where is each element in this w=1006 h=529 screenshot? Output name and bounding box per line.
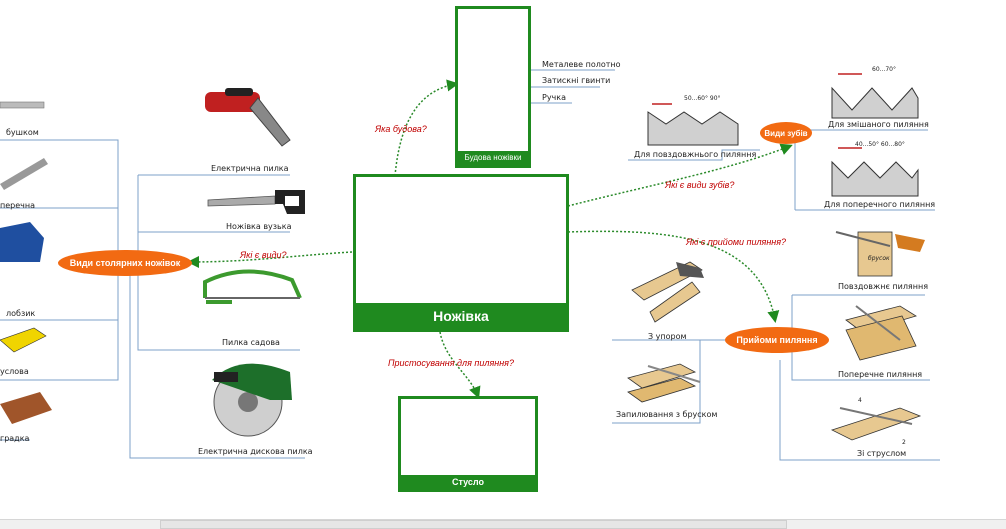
center-card-title: Ножівка xyxy=(356,303,566,329)
node-saw-types[interactable]: Види столярних ножівок xyxy=(58,250,192,276)
saw-type-narrow: Ножівка вузька xyxy=(226,222,292,231)
method-cross-label: Поперечне пиляння xyxy=(838,370,923,379)
teeth-rip-label: Для повздовжнього пиляння xyxy=(634,150,757,159)
saw-type-left-2: перечна xyxy=(0,201,36,210)
node-sawing-methods[interactable]: Прийоми пиляння xyxy=(725,327,829,353)
saw-type-left-1: бушком xyxy=(6,128,39,137)
figure-bar-word: брусок xyxy=(868,255,890,262)
electric-saw-icon xyxy=(205,88,291,147)
question-types: Які є види? xyxy=(240,250,287,260)
saw-left-4-icon xyxy=(0,327,47,353)
structure-card-caption: Будова ножівки xyxy=(458,151,528,165)
teeth-cross-angles: 40...50° 60...80° xyxy=(855,141,905,148)
connector-teeth xyxy=(567,143,793,207)
svg-text:4: 4 xyxy=(858,397,862,404)
saw-left-1-icon xyxy=(0,101,45,109)
saw-type-electric: Електрична пилка xyxy=(211,164,289,173)
question-methods: Які є прийоми пиляння? xyxy=(686,237,787,247)
fixture-card[interactable]: Стусло xyxy=(398,396,538,492)
structure-card[interactable]: Будова ножівки xyxy=(455,6,531,168)
saw-type-circular: Електрична дискова пилка xyxy=(198,447,313,456)
teeth-rip-angles: 50...60° 90° xyxy=(684,95,721,102)
circular-saw-icon xyxy=(212,363,292,437)
saw-type-left-3: лобзик xyxy=(6,309,36,318)
method-longitudinal-icon: брусок xyxy=(835,231,925,277)
teeth-mixed-label: Для змішаного пиляння xyxy=(828,120,929,129)
structure-part-screws: Затискні гвинти xyxy=(542,76,611,85)
bracket-saw-types-right xyxy=(129,174,305,459)
method-with-bar-label: Запилювання з бруском xyxy=(616,410,718,419)
fixture-card-caption: Стусло xyxy=(401,475,535,489)
connector-methods xyxy=(567,230,780,323)
teeth-mixed-icon: 60...70° xyxy=(831,66,919,119)
teeth-cross-label: Для поперечного пиляння xyxy=(824,200,936,209)
method-with-bar-icon xyxy=(627,363,701,403)
structure-part-blade: Металеве полотно xyxy=(542,60,621,69)
narrow-saw-icon xyxy=(207,190,305,214)
structure-part-handle: Ручка xyxy=(542,93,567,102)
svg-text:2: 2 xyxy=(902,439,906,446)
jigsaw-icon xyxy=(0,222,44,262)
connector-fixture xyxy=(439,331,481,399)
garden-saw-icon xyxy=(203,269,302,304)
connector-types xyxy=(187,251,353,268)
teeth-mixed-angles: 60...70° xyxy=(872,66,896,73)
method-miter-icon: 4 2 xyxy=(830,397,922,446)
saw-left-2-icon xyxy=(0,158,48,190)
method-with-stop-label: З упором xyxy=(648,332,687,341)
teeth-rip-icon: 50...60° 90° xyxy=(647,95,739,146)
connector-structure xyxy=(394,79,459,177)
node-teeth-types[interactable]: Види зубів xyxy=(760,122,812,144)
saw-left-5-icon xyxy=(0,392,52,424)
saw-type-left-4: услова xyxy=(0,367,29,376)
bracket-saw-types-left xyxy=(0,139,119,441)
question-structure: Яка будова? xyxy=(375,124,427,134)
teeth-cross-icon: 40...50° 60...80° xyxy=(831,141,919,197)
bracket-teeth xyxy=(628,129,935,211)
question-fixture: Пристосування для пиляння? xyxy=(388,358,514,368)
saw-type-garden: Пилка садова xyxy=(222,338,280,347)
method-miter-label: Зі струслом xyxy=(857,449,907,458)
question-teeth: Які є види зубів? xyxy=(665,180,735,190)
method-cross-icon xyxy=(845,305,917,361)
method-longitudinal-label: Повздовжнє пиляння xyxy=(838,282,929,291)
saw-type-left-5: градка xyxy=(0,434,30,443)
center-card[interactable]: Ножівка xyxy=(353,174,569,332)
method-with-stop-icon xyxy=(631,261,704,323)
